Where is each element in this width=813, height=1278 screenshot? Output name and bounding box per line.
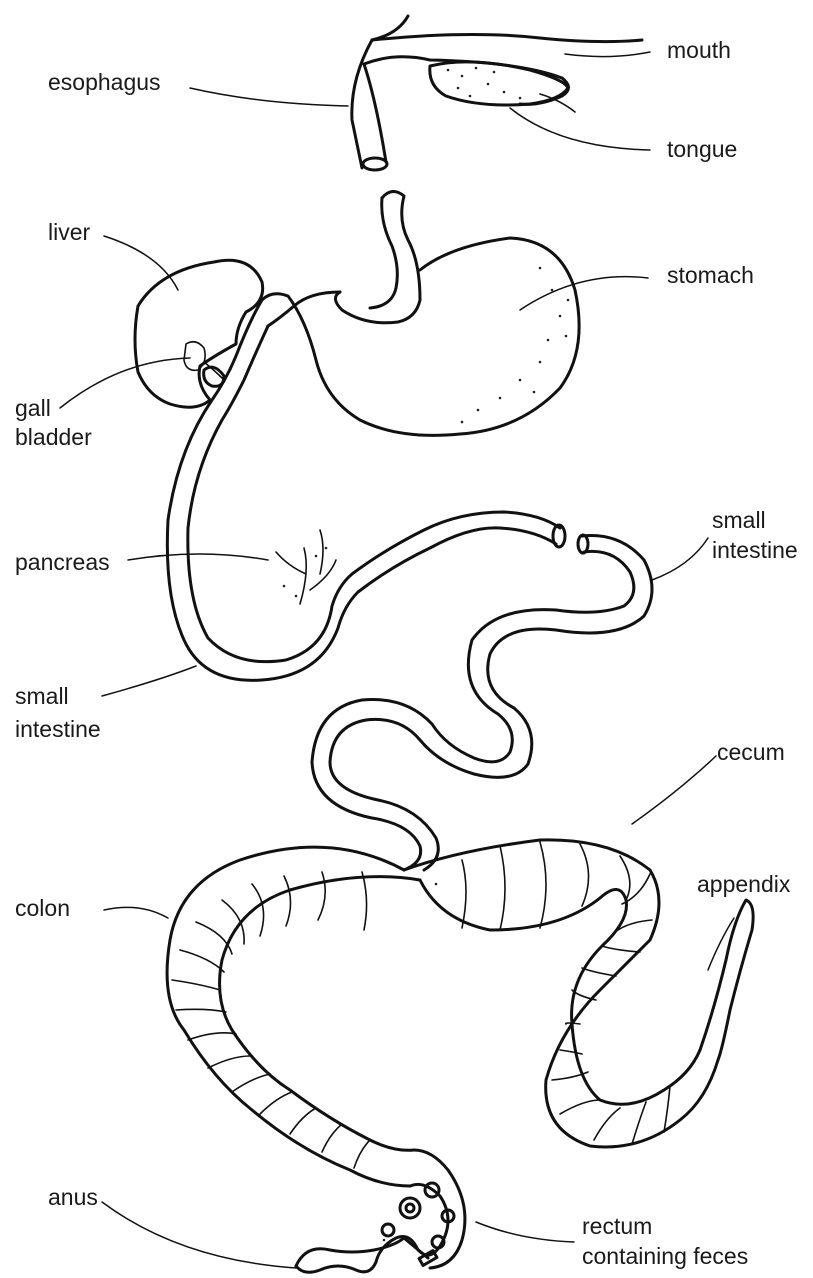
leader-mouth [565,52,650,57]
label-small-intestine-left-line1: small [15,683,69,709]
colon-drawing [167,840,753,1186]
label-anus: anus [48,1184,98,1210]
rectum-drawing [296,1150,465,1272]
label-gall-bladder-line1: gall [15,395,51,421]
leader-small-intestine-right [652,538,708,580]
leader-cecum [632,756,716,824]
label-gall-bladder-line2: bladder [15,424,92,450]
label-liver: liver [48,219,91,245]
leader-tongue [510,108,650,150]
label-small-intestine-right-line1: small [712,507,766,533]
label-colon: colon [15,895,70,921]
leader-liver [104,236,178,290]
label-mouth: mouth [667,37,731,63]
leader-colon [104,907,168,918]
leader-gall-bladder [60,358,190,408]
label-small-intestine-right-line2: intestine [712,537,798,563]
label-small-intestine-left-line2: intestine [15,716,101,742]
small-intestine-drawing [167,300,652,870]
label-pancreas: pancreas [15,549,110,575]
label-tongue: tongue [667,136,737,162]
leader-stomach [520,277,648,310]
label-esophagus: esophagus [48,69,161,95]
label-rectum-line1: rectum [582,1213,652,1239]
tongue-drawing [430,62,575,112]
leader-anus [102,1202,296,1268]
leader-pancreas [128,554,268,560]
leader-esophagus [190,88,348,106]
label-rectum-line2: containing feces [582,1243,748,1269]
label-appendix: appendix [697,871,791,897]
leader-rectum [476,1222,574,1242]
mouth-drawing [364,16,642,104]
label-cecum: cecum [717,739,785,765]
leader-small-intestine-left [102,666,196,696]
leader-lines [60,52,734,1268]
stipple-texture [283,67,570,1242]
stomach-drawing [262,191,579,435]
label-stomach: stomach [667,262,754,288]
